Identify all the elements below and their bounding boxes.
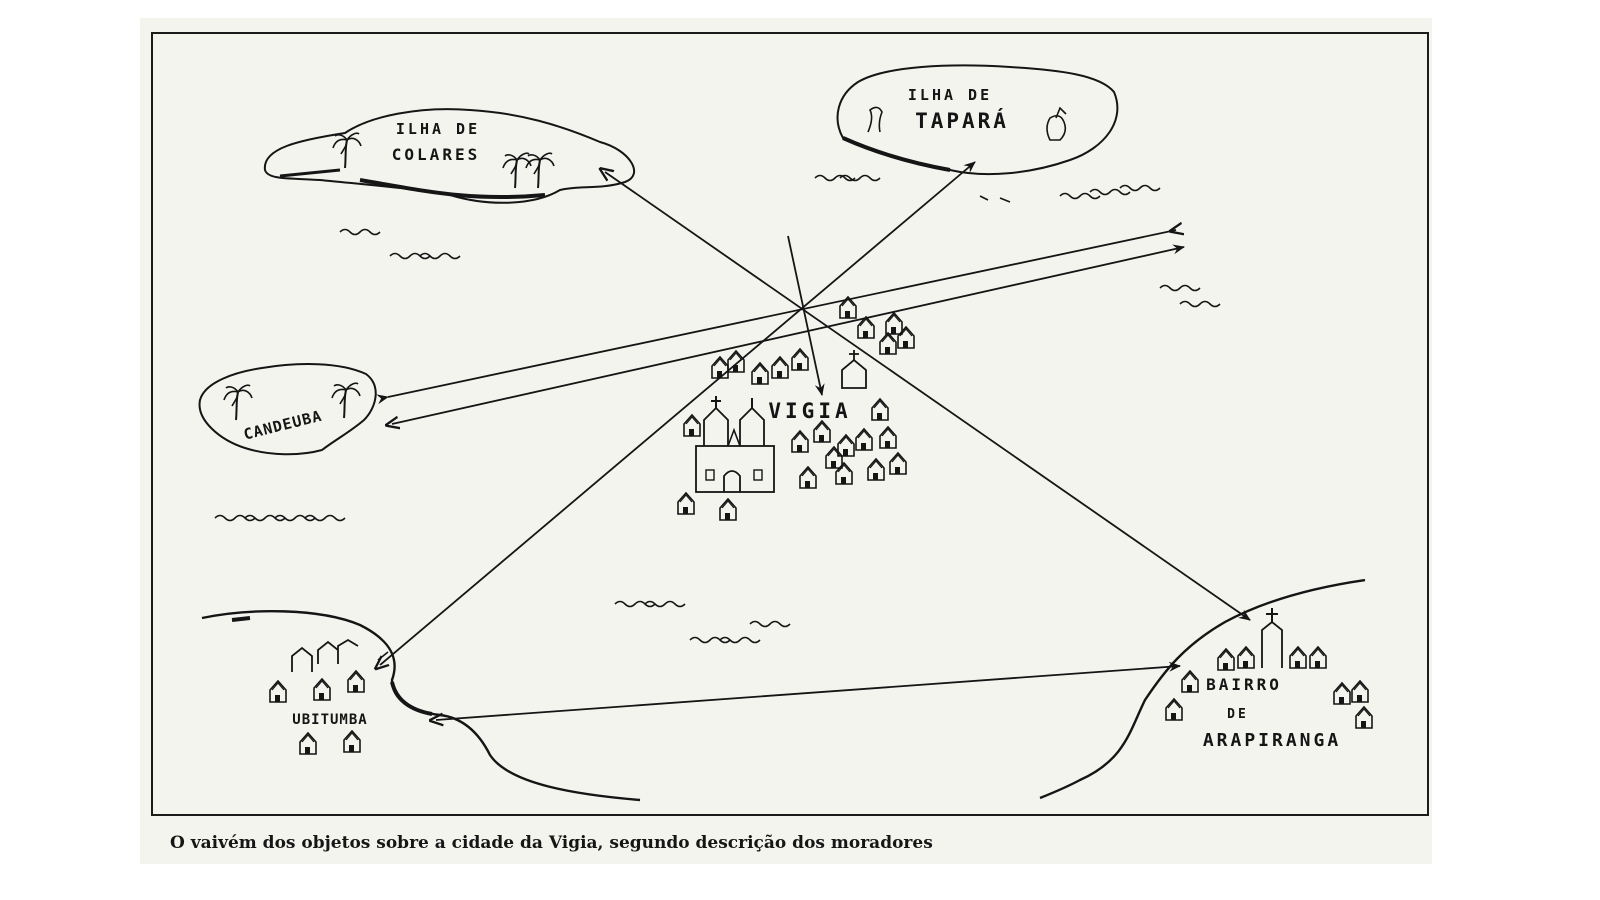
arrow-ubitumba-to-arapiranga [436,666,1180,720]
map-frame [151,32,1429,816]
church-vigia [695,396,775,493]
label-tapara-line1: ILHA DE [908,86,992,104]
label-bairro-line2: DE [1227,707,1249,722]
village-ubitumba [269,638,389,755]
coast-ubitumba [201,610,641,802]
village-arapiranga [1165,608,1373,729]
movement-arrows [380,161,1250,720]
label-vigia: VIGIA [768,399,851,423]
coast-arapiranga [1039,578,1366,800]
label-bairro-line3: ARAPIRANGA [1203,730,1341,751]
place-labels: ILHA DE COLARES ILHA DE TAPARÁ CANDEUBA … [242,86,1341,751]
map-caption: O vaivém dos objetos sobre a cidade da V… [170,833,933,853]
wave-marks [979,195,1011,203]
arrow-ubitumba-to-tapara [380,161,975,665]
arrow-colares-to-arapiranga [605,172,1250,621]
label-colares-line2: COLARES [392,145,480,164]
church-small-vigia [841,350,867,389]
arrow-sky-to-vigia [787,235,825,396]
label-candeuba: CANDEUBA [242,407,324,444]
label-colares-line1: ILHA DE [396,120,480,138]
island-candeuba [198,363,377,456]
label-tapara-line2: TAPARÁ [915,108,1009,133]
label-ubitumba: UBITUMBA [292,712,367,728]
label-bairro-line1: BAIRRO [1206,675,1282,694]
arrow-candeuba-to-east-lower [392,247,1184,424]
